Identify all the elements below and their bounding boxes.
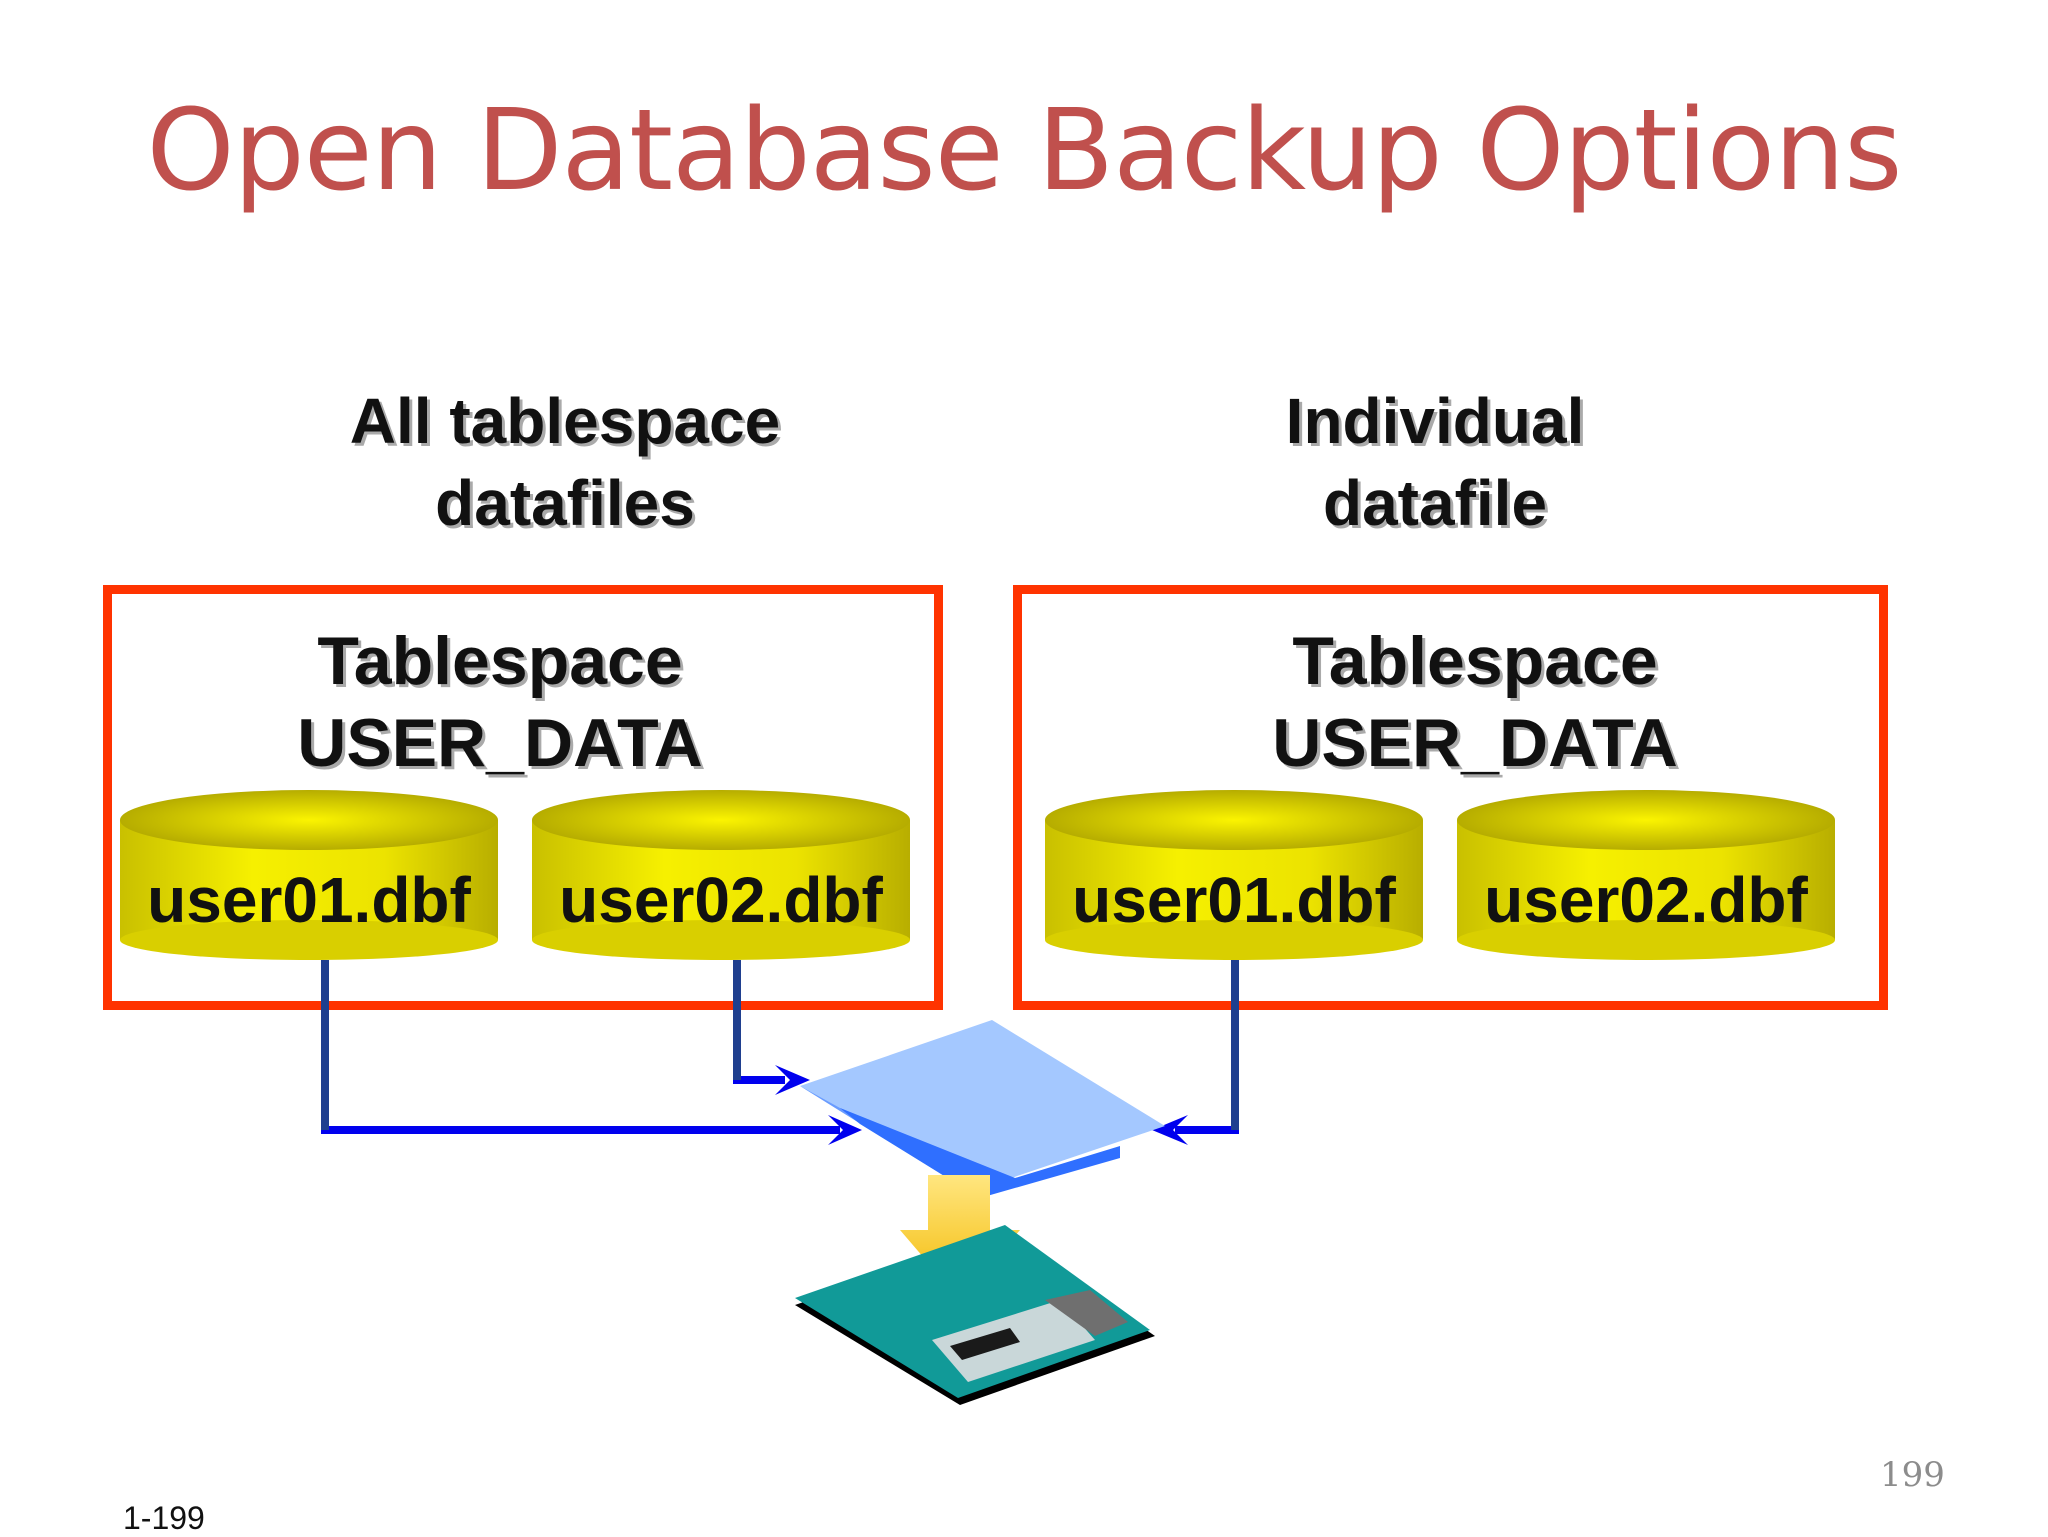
down-arrow-icon — [900, 1175, 1020, 1300]
arrowhead-3 — [1152, 1115, 1188, 1145]
connector-arrowheads — [775, 1065, 1188, 1145]
right-connector — [1175, 960, 1239, 1134]
cylinder-right-1 — [1045, 790, 1423, 960]
right-tablespace-line1: Tablespace — [1292, 623, 1658, 699]
left-tablespace-line2: USER_DATA — [297, 705, 703, 781]
right-file-1: user01.dbf — [1045, 868, 1423, 932]
arrowhead-2 — [828, 1115, 862, 1145]
left-file-2: user02.dbf — [532, 868, 910, 932]
right-tablespace-line2: USER_DATA — [1272, 705, 1678, 781]
left-heading: All tablespace datafiles — [280, 380, 850, 544]
floppy-disk-icon — [795, 1225, 1155, 1405]
left-heading-line2: datafiles — [435, 467, 695, 539]
cylinder-left-1 — [120, 790, 498, 960]
arrowhead-1 — [775, 1065, 810, 1095]
right-heading: Individual datafile — [1150, 380, 1720, 544]
left-file-2-label: user02.dbf — [559, 864, 883, 936]
right-file-1-label: user01.dbf — [1072, 864, 1396, 936]
footer-code: 1-199 — [123, 1500, 205, 1536]
tape-drive-icon — [800, 1020, 1165, 1198]
left-heading-line1: All tablespace — [349, 385, 781, 457]
right-heading-line1: Individual — [1285, 385, 1585, 457]
left-file-1-label: user01.dbf — [147, 864, 471, 936]
right-tablespace-box — [1013, 585, 1888, 1010]
left-connectors — [321, 960, 840, 1134]
left-tablespace-line1: Tablespace — [317, 623, 683, 699]
slide-page-number: 199 — [1880, 1455, 1945, 1495]
left-file-1: user01.dbf — [120, 868, 498, 932]
left-tablespace-label: Tablespace USER_DATA — [240, 620, 760, 784]
right-tablespace-label: Tablespace USER_DATA — [1215, 620, 1735, 784]
slide-title: Open Database Backup Options — [146, 86, 1902, 216]
right-heading-line2: datafile — [1322, 467, 1548, 539]
cylinder-right-2 — [1457, 790, 1835, 960]
left-tablespace-box — [103, 585, 943, 1010]
right-file-2-label: user02.dbf — [1484, 864, 1808, 936]
cylinder-left-2 — [532, 790, 910, 960]
right-file-2: user02.dbf — [1457, 868, 1835, 932]
